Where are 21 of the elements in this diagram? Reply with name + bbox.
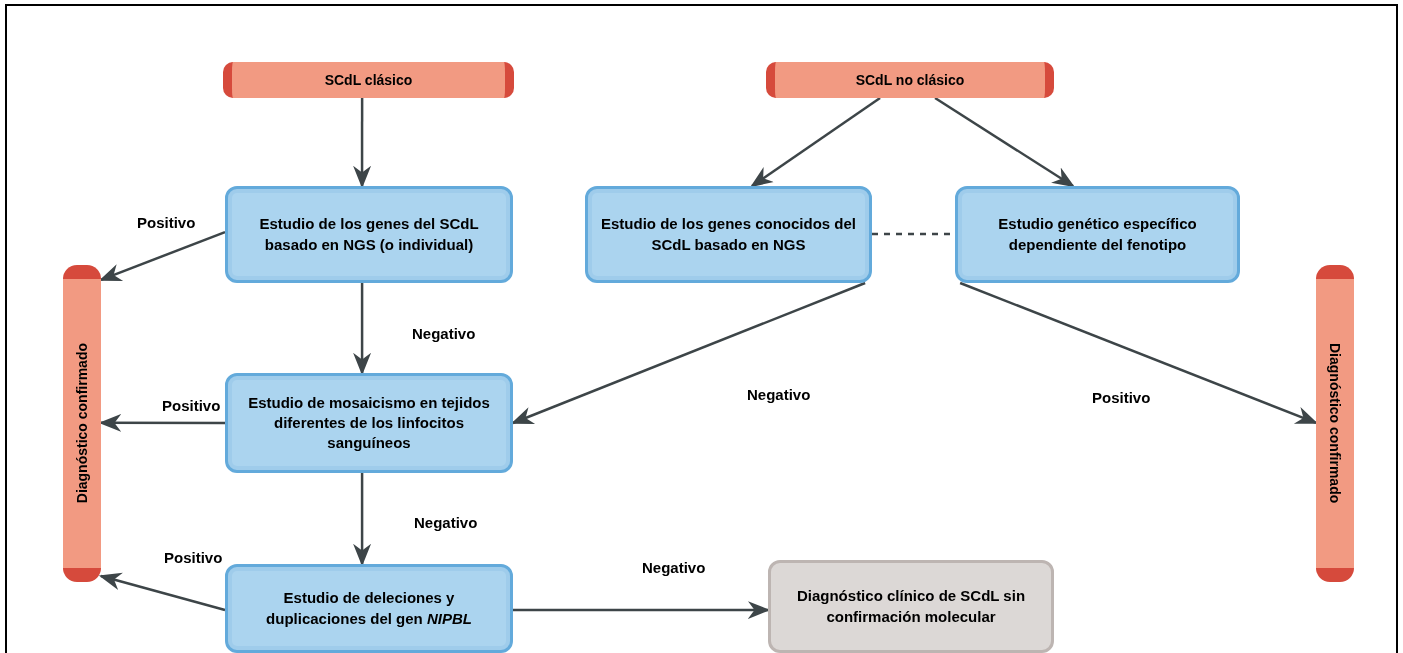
- process-box: [585, 186, 872, 283]
- node-text: Diagnóstico confirmado: [1326, 343, 1345, 504]
- node-text: Diagnóstico confirmado: [72, 343, 91, 504]
- start-pill: [223, 62, 514, 98]
- process-box: [955, 186, 1240, 283]
- result-pill: [1316, 265, 1354, 582]
- result-pill: [63, 265, 101, 582]
- arrow: [98, 572, 226, 612]
- node-text: Estudio genético específico dependiente del fenotipo: [997, 214, 1198, 255]
- process-box: [225, 186, 513, 283]
- node-text: Estudio de los genes del SCdL basado en NGS (o individual): [258, 214, 480, 255]
- node-text: SCdL no clásico: [855, 70, 965, 90]
- node-text: Diagnóstico clínico de SCdL sin confirmación molecular: [795, 586, 1027, 627]
- node-text: Estudio de los genes conocidos del SCdL basado en NGS: [600, 214, 857, 255]
- start-pill: [766, 62, 1054, 98]
- process-box: [225, 564, 513, 653]
- process-box: [225, 373, 513, 473]
- node-text: Estudio de mosaicismo en tejidos diferentes de los linfocitos sanguíneos: [247, 392, 491, 454]
- node-text: Estudio de deleciones y duplicaciones del gen NIPBL: [265, 588, 473, 629]
- outcome-box: [768, 560, 1054, 653]
- node-text: SCdL clásico: [324, 70, 413, 90]
